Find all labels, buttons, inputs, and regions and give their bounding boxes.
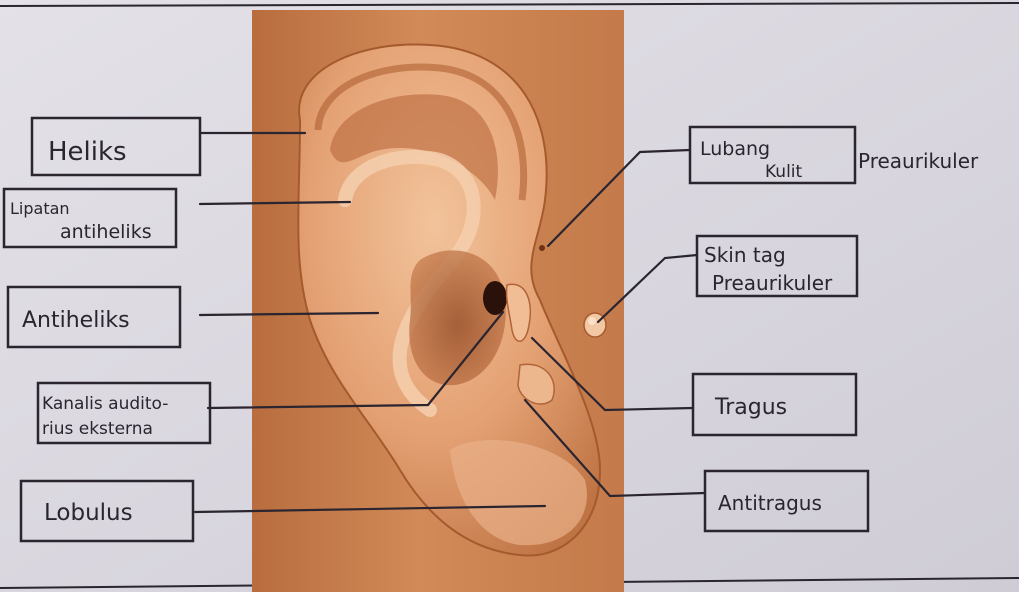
label-kanalis-line2: rius eksterna [42, 419, 153, 439]
label-antitragus: Antitragus [718, 491, 822, 515]
skin-tag-highlight [588, 317, 596, 325]
label-antiheliks: Antiheliks [22, 308, 130, 333]
preauricular-pit [539, 245, 545, 251]
label-lubang-line2: Kulit [765, 162, 803, 182]
label-lubang-line1: Lubang [700, 138, 770, 160]
label-kanalis-line1: Kanalis audito- [42, 394, 168, 414]
label-lobulus: Lobulus [44, 500, 133, 526]
label-lipatan-line1: Lipatan [10, 199, 70, 218]
label-tragus: Tragus [714, 395, 787, 420]
label-lubang-line3: Preaurikuler [858, 149, 979, 173]
ear-canal-opening [483, 281, 507, 315]
label-skin-line1: Skin tag [704, 243, 786, 267]
label-heliks: Heliks [48, 137, 127, 167]
label-skin-line2: Preaurikuler [712, 271, 833, 295]
label-lipatan-line2: antiheliks [60, 221, 152, 243]
ear-illustration [252, 10, 624, 592]
